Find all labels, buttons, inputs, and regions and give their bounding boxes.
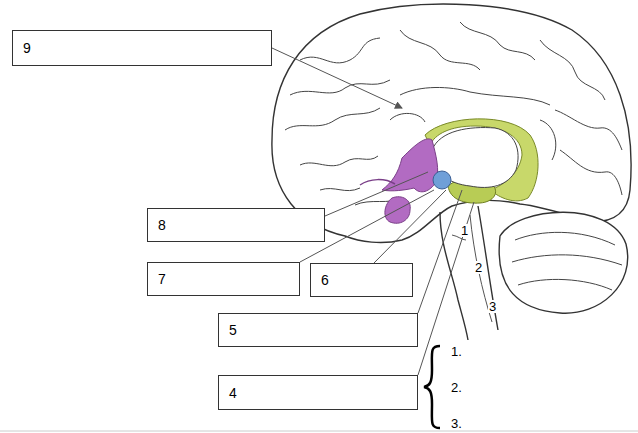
callout-number: 2. xyxy=(450,381,463,394)
label-box: 7 xyxy=(147,262,300,296)
callout-number: 1. xyxy=(450,345,463,358)
box-number: 9 xyxy=(23,40,31,56)
box-number: 7 xyxy=(158,271,166,287)
callout-number: 3 xyxy=(488,300,497,313)
box-number: 4 xyxy=(229,385,237,401)
label-box: 6 xyxy=(310,263,413,297)
label-box: 4 xyxy=(218,375,418,410)
callout-number: 1 xyxy=(460,224,469,237)
box-number: 8 xyxy=(158,217,166,233)
label-box: 9 xyxy=(12,30,272,66)
label-box: 8 xyxy=(147,208,325,242)
box-number: 6 xyxy=(321,272,329,288)
callout-number: 3. xyxy=(450,417,463,430)
callout-number: 2 xyxy=(474,261,483,274)
box-number: 5 xyxy=(229,322,237,338)
label-box: 5 xyxy=(218,313,418,347)
